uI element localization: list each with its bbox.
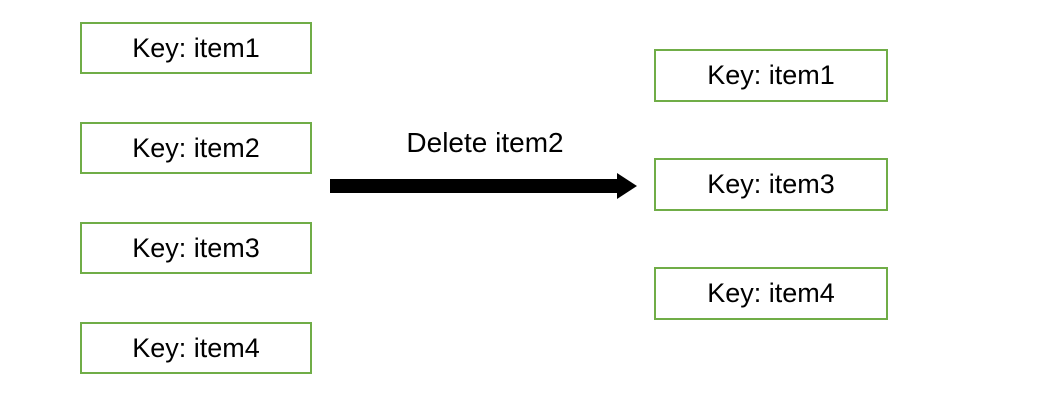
left-key-box-item1: Key: item1 bbox=[80, 22, 312, 74]
right-key-box-item1: Key: item1 bbox=[654, 49, 888, 102]
right-key-box-item4: Key: item4 bbox=[654, 267, 888, 320]
left-key-box-item3: Key: item3 bbox=[80, 222, 312, 274]
delete-operation-label: Delete item2 bbox=[406, 127, 564, 158]
left-key-box-item4-label: Key: item4 bbox=[132, 332, 260, 363]
left-key-box-item4: Key: item4 bbox=[80, 322, 312, 374]
right-key-box-item3: Key: item3 bbox=[654, 158, 888, 211]
arrow-shaft bbox=[330, 179, 617, 193]
left-key-box-item2: Key: item2 bbox=[80, 122, 312, 174]
delete-arrow bbox=[330, 173, 637, 199]
left-key-box-item3-label: Key: item3 bbox=[132, 232, 260, 263]
right-key-box-item3-label: Key: item3 bbox=[707, 169, 835, 199]
right-key-box-item4-label: Key: item4 bbox=[707, 278, 835, 308]
arrow-head-icon bbox=[617, 173, 637, 199]
right-key-box-item1-label: Key: item1 bbox=[707, 60, 835, 90]
left-key-box-item2-label: Key: item2 bbox=[132, 132, 260, 163]
left-key-box-item1-label: Key: item1 bbox=[132, 32, 260, 63]
